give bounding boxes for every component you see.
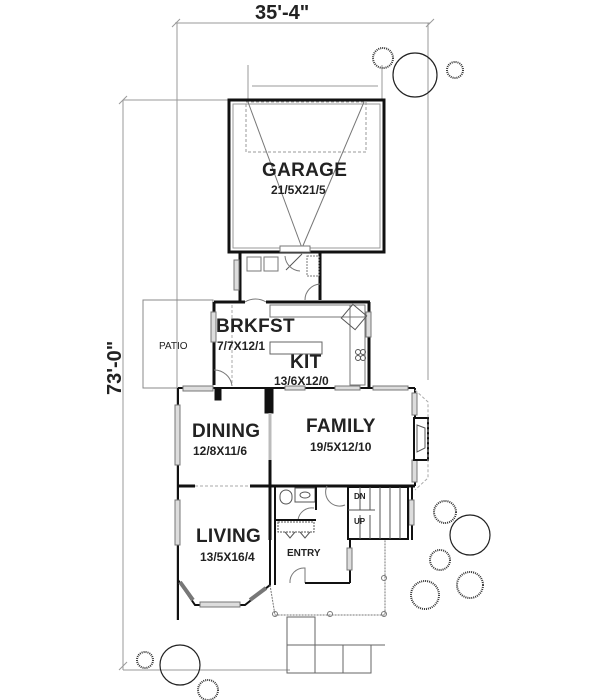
stairs-up-label: UP (354, 517, 366, 526)
room-label-living: LIVING (196, 526, 262, 547)
room-size-kitchen: 13/6X12/0 (274, 374, 329, 388)
main-walls (174, 385, 429, 620)
overall-depth-dimension: 73'-0" (104, 340, 126, 395)
stairs (347, 486, 409, 540)
room-size-dining: 12/8X11/6 (193, 444, 248, 458)
room-size-living: 13/5X16/4 (200, 550, 255, 564)
room-label-kitchen: KIT (290, 352, 322, 373)
room-label-family: FAMILY (306, 416, 376, 437)
kitchen-walls (210, 298, 372, 388)
overall-width-dimension: 35'-4" (255, 2, 310, 24)
walkway-pavers (286, 616, 385, 674)
landscape-shrubs (136, 47, 491, 700)
room-label-garage: GARAGE (262, 160, 348, 181)
entry-area (274, 485, 353, 585)
room-size-garage: 21/5X21/5 (271, 183, 326, 197)
room-label-dining: DINING (192, 421, 261, 442)
living-walls (177, 540, 271, 608)
area-label-entry: ENTRY (287, 548, 321, 559)
porch (269, 540, 387, 617)
garage-walls (227, 98, 386, 254)
room-label-breakfast: BRKFST (216, 316, 295, 337)
mudroom (233, 252, 322, 302)
area-label-patio: PATIO (159, 341, 188, 352)
stairs-down-label: DN (354, 492, 366, 501)
tree-bottom-left (136, 644, 219, 700)
room-size-family: 19/5X12/10 (310, 440, 372, 454)
tree-right-middle (410, 500, 491, 610)
tree-top-right (372, 47, 464, 98)
room-size-breakfast: 7/7X12/1 (217, 339, 266, 353)
